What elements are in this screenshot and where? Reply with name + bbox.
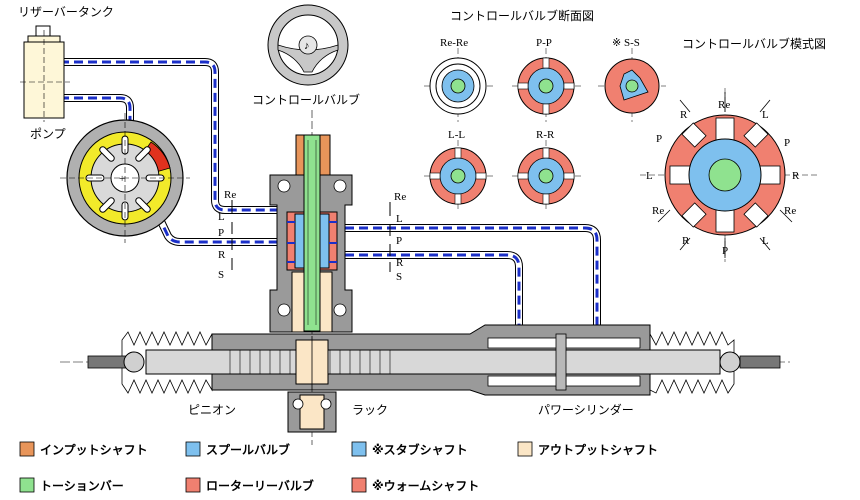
legend-swatch-worm-shaft <box>351 477 367 493</box>
port-left-s: S <box>218 269 224 281</box>
port-right-r: R <box>396 257 404 269</box>
legend-label-spool: スプールバルブ <box>206 442 290 457</box>
legend: インプットシャフト スプールバルブ ※スタブシャフト アウトプットシャフト トー… <box>19 441 658 493</box>
section-p-p-label: P-P <box>536 37 552 49</box>
reservoir-tank <box>20 25 70 122</box>
schematic-top-left-r: R <box>680 109 688 121</box>
section-s-s <box>598 48 666 122</box>
legend-swatch-spool <box>185 441 201 457</box>
valve-schematic <box>640 88 820 262</box>
oil-lines <box>60 58 601 330</box>
control-valve-body <box>269 110 353 445</box>
section-l-l <box>424 140 494 212</box>
port-right-re: Re <box>394 191 406 203</box>
schematic-right-upper-p: P <box>784 137 790 149</box>
schematic-bottom-right-l: L <box>762 235 769 247</box>
schematic-left-l: L <box>646 170 653 182</box>
steering-wheel-icon: ♪ <box>267 4 349 86</box>
legend-label-output-shaft: アウトプットシャフト <box>538 442 658 457</box>
rack-assembly <box>60 324 790 396</box>
schematic-bottom-p: P <box>722 245 728 257</box>
section-p-p <box>512 48 582 122</box>
schematic-right-r: R <box>792 170 800 182</box>
section-views-title: コントロールバルブ断面図 <box>450 8 594 23</box>
schematic-port-labels: Re R L P R L Re Re R P L P <box>646 99 800 257</box>
legend-swatch-output-shaft <box>517 441 533 457</box>
port-left-re: Re <box>224 189 236 201</box>
legend-label-torsion-bar: トーションバー <box>40 479 124 493</box>
schematic-left-lower-re: Re <box>652 205 664 217</box>
section-l-l-label: L-L <box>448 129 465 141</box>
pinion-label: ピニオン <box>188 403 236 417</box>
legend-swatch-input-shaft <box>19 441 35 457</box>
steering-hub-mark: ♪ <box>304 40 310 52</box>
pump: + <box>60 113 190 243</box>
legend-label-input-shaft: インプットシャフト <box>40 442 148 457</box>
legend-swatch-stub-shaft <box>351 441 367 457</box>
section-re-re <box>424 48 494 122</box>
port-left-p: P <box>218 227 224 239</box>
valve-port-labels-left: Re L P R S <box>218 189 236 281</box>
legend-swatch-torsion-bar <box>19 477 35 493</box>
section-r-r <box>512 140 582 212</box>
section-s-s-label: ※ S-S <box>612 37 640 49</box>
schematic-top-re: Re <box>718 99 730 111</box>
power-cylinder-label: パワーシリンダー <box>538 402 634 417</box>
port-right-p: P <box>396 235 402 247</box>
legend-label-worm-shaft: ※ウォームシャフト <box>372 479 479 493</box>
legend-swatch-rotary-valve <box>185 477 201 493</box>
steering-label: コントロールバルブ <box>252 92 360 107</box>
schematic-top-right-l: L <box>762 109 769 121</box>
pump-label: ポンプ <box>30 127 66 141</box>
schematic-title: コントロールバルブ模式図 <box>682 36 826 51</box>
schematic-p-marker: P <box>656 133 662 145</box>
section-re-re-label: Re-Re <box>440 37 468 49</box>
port-right-l: L <box>396 213 403 225</box>
reservoir-label: リザーバータンク <box>18 5 114 19</box>
pump-shaft-marker: + <box>119 173 125 185</box>
valve-port-labels-right: Re L P R S <box>389 191 406 283</box>
section-r-r-label: R-R <box>536 129 555 141</box>
schematic-right-lower-re: Re <box>784 205 796 217</box>
port-left-r: R <box>218 249 226 261</box>
port-right-s: S <box>396 271 402 283</box>
schematic-bottom-left-r: R <box>682 235 690 247</box>
port-left-l: L <box>218 211 225 223</box>
legend-label-stub-shaft: ※スタブシャフト <box>372 442 468 457</box>
legend-label-rotary-valve: ローターリーバルブ <box>206 478 314 493</box>
rack-label: ラック <box>352 403 388 417</box>
